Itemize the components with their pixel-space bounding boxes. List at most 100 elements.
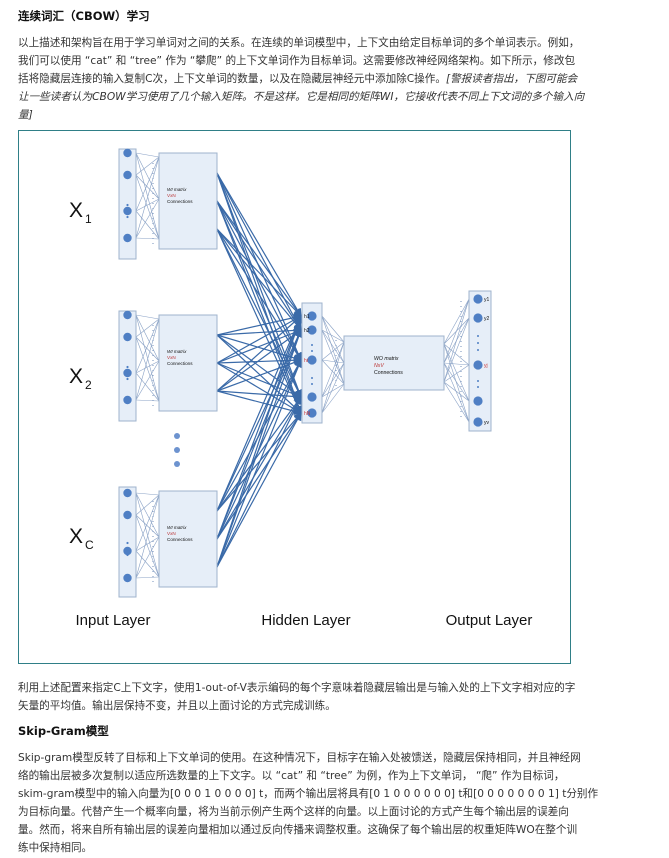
hidden-label-3: hi xyxy=(304,358,308,364)
wi-box-label-conn-2: Connections xyxy=(167,361,193,366)
wi-to-hidden-arrow-2-1-5 xyxy=(216,334,302,414)
input-neuron-1-1 xyxy=(123,148,132,158)
wi-to-hidden-arrow-1-1-5 xyxy=(216,172,303,414)
input-to-wi-edge-2-4-3 xyxy=(135,399,160,402)
group-ellipsis-dot-1 xyxy=(174,433,180,439)
wi-box-label-conn-3: Connections xyxy=(167,537,193,542)
skipgram-line-4: 为目标向量。代替产生一个概率向量，将为当前示例产生两个这样的向量。以上面讨论的方… xyxy=(18,806,569,818)
wo-box-label-conn: Connections xyxy=(374,370,403,376)
wi-to-hidden-arrow-3-2-4 xyxy=(216,396,302,540)
input-to-wi-edge-2-2-2 xyxy=(135,336,160,362)
input-ellipsis-dot-3-1 xyxy=(126,541,129,545)
wi-to-hidden-arrow-2-1-2 xyxy=(216,326,302,336)
input-to-wi-edge-1-2-2 xyxy=(135,174,160,200)
wi-matrix-box-3 xyxy=(158,490,218,588)
input-to-wi-edge-1-2-1 xyxy=(135,156,160,176)
hidden-to-wo-edge-3-3 xyxy=(321,359,345,385)
intro-line-3: 括将隐藏层连接的输入复制C次，上下文单词的数量，以及在隐藏层神经元中添加除C操作… xyxy=(18,70,658,88)
wi-to-hidden-arrow-2-1-4 xyxy=(216,334,302,398)
wo-to-output-edge-1-5 xyxy=(443,343,470,423)
hidden-to-wo-edge-4-2 xyxy=(321,362,345,398)
input-to-wi-edge-1-1-3 xyxy=(135,152,160,240)
wi-to-hidden-arrow-2-2-1 xyxy=(216,315,302,364)
input-label-3-sub: C xyxy=(85,538,94,552)
hidden-ellipsis-dot-2 xyxy=(311,350,313,352)
cbow-after-paragraph: 利用上述配置来指定C上下文字，使用1-out-of-V表示编码的每个字意味着隐藏… xyxy=(18,679,658,715)
hidden-label-2: h2 xyxy=(304,328,310,334)
wo-to-output-edge-2-4 xyxy=(443,362,470,402)
input-label-2-sub: 2 xyxy=(85,378,92,392)
skipgram-line-3: skim-gram模型中的输入向量为[0 0 0 1 0 0 0 0] t，而两… xyxy=(18,788,599,800)
wi-to-hidden-arrow-2-2-5 xyxy=(216,362,302,414)
hidden-to-wo-edge-5-2 xyxy=(321,362,345,414)
skipgram-line-2: 络的输出层被多次复制以适应所选数量的上下文字。以 “cat” 和 “tree” … xyxy=(18,770,565,782)
wo-to-output-edge-2-5 xyxy=(443,362,470,423)
output-neuron-4 xyxy=(473,396,483,406)
reader-alert-note: [警报读者指出，下图可能会 xyxy=(445,73,578,85)
input-to-wi-edge-3-3-3 xyxy=(135,550,160,578)
input-to-wi-edge-1-3-3 xyxy=(135,210,160,240)
wo-to-output-edge-2-3 xyxy=(443,362,470,366)
input-to-wi-edge-2-1-3 xyxy=(135,314,160,402)
wi-to-hidden-arrow-3-1-1 xyxy=(216,315,302,512)
output-neuron-1 xyxy=(473,294,483,304)
wi-to-hidden-arrow-3-2-1 xyxy=(216,315,303,540)
input-neuron-3-2 xyxy=(123,510,132,520)
input-to-wi-edge-1-4-1 xyxy=(135,156,160,239)
wo-to-output-edge-3-2 xyxy=(443,317,470,383)
output-neuron-5 xyxy=(473,417,483,427)
input-to-wi-edge-2-3-2 xyxy=(135,360,160,374)
input-to-wi-edge-1-1-2 xyxy=(135,152,160,200)
cbow-title: 连续词汇（CBOW）学习 xyxy=(18,9,150,23)
wi-to-hidden-arrow-2-1-1 xyxy=(216,313,302,336)
wo-box-label-dim: NxV xyxy=(374,363,384,369)
hidden-label-4: hN xyxy=(304,411,311,417)
hidden-label-1: h1 xyxy=(304,314,310,320)
wo-to-output-edge-3-5 xyxy=(443,381,470,423)
wo-to-output-edge-3-1 xyxy=(443,298,470,383)
input-ellipsis-dot-3-3 xyxy=(126,553,129,557)
input-to-wi-edge-2-2-1 xyxy=(135,318,160,338)
intro-line-3-text: 括将隐藏层连接的输入复制C次，上下文单词的数量，以及在隐藏层神经元中添加除C操作… xyxy=(18,73,446,85)
hidden-ellipsis-dot-4 xyxy=(311,383,313,385)
input-neuron-3-3 xyxy=(123,546,132,556)
wi-matrix-box-2 xyxy=(158,314,218,412)
reader-alert-note-line-2: 让一些读者认为CBOW学习使用了几个输入矩阵。不是这样。它是相同的矩阵WI，它接… xyxy=(18,91,585,103)
wi-to-hidden-arrow-3-3-4 xyxy=(216,396,302,568)
hidden-to-wo-edge-3-2 xyxy=(321,359,345,364)
wi-matrix-box-1 xyxy=(158,152,218,250)
input-to-wi-edge-3-3-1 xyxy=(135,494,160,552)
wo-to-output-edge-2-1 xyxy=(443,298,470,364)
input-to-wi-edge-1-3-2 xyxy=(135,198,160,212)
input-to-wi-edge-2-1-1 xyxy=(135,314,160,320)
hidden-to-wo-edge-2-3 xyxy=(321,329,345,385)
group-ellipsis-dot-3 xyxy=(174,461,180,467)
wi-to-hidden-arrow-2-3-5 xyxy=(216,390,302,416)
wi-to-hidden-arrow-2-3-2 xyxy=(216,329,302,392)
input-to-wi-edge-2-3-3 xyxy=(135,372,160,402)
output-ellipsis-dot-3 xyxy=(477,349,479,351)
wi-to-hidden-arrow-1-1-1 xyxy=(216,172,302,317)
wi-to-hidden-arrow-3-2-5 xyxy=(216,412,302,540)
wi-to-hidden-arrow-1-2-2 xyxy=(216,200,302,331)
wi-to-hidden-arrow-2-3-1 xyxy=(216,315,302,392)
wi-to-hidden-arrow-3-3-2 xyxy=(216,329,303,568)
wi-to-hidden-arrow-2-1-3 xyxy=(216,334,302,362)
input-to-wi-edge-3-4-1 xyxy=(135,494,160,579)
hidden-to-wo-edge-4-3 xyxy=(321,383,345,398)
wo-to-output-edge-3-4 xyxy=(443,381,470,402)
input-to-wi-edge-1-3-1 xyxy=(135,156,160,212)
input-to-wi-edge-2-4-2 xyxy=(135,360,160,401)
wo-matrix-box xyxy=(343,335,445,391)
hidden-neuron-1 xyxy=(307,311,317,321)
output-neuron-3 xyxy=(473,360,483,370)
output-ellipsis-dot-1 xyxy=(477,335,479,337)
input-label-1-sub: 1 xyxy=(85,212,92,226)
input-to-wi-edge-3-1-2 xyxy=(135,492,160,538)
output-label-4: yv xyxy=(484,420,490,426)
wi-to-hidden-arrow-3-3-1 xyxy=(216,315,303,568)
output-neuron-2 xyxy=(473,313,483,323)
input-to-wi-edge-2-2-3 xyxy=(135,336,160,402)
hidden-neuron-2 xyxy=(307,325,317,335)
